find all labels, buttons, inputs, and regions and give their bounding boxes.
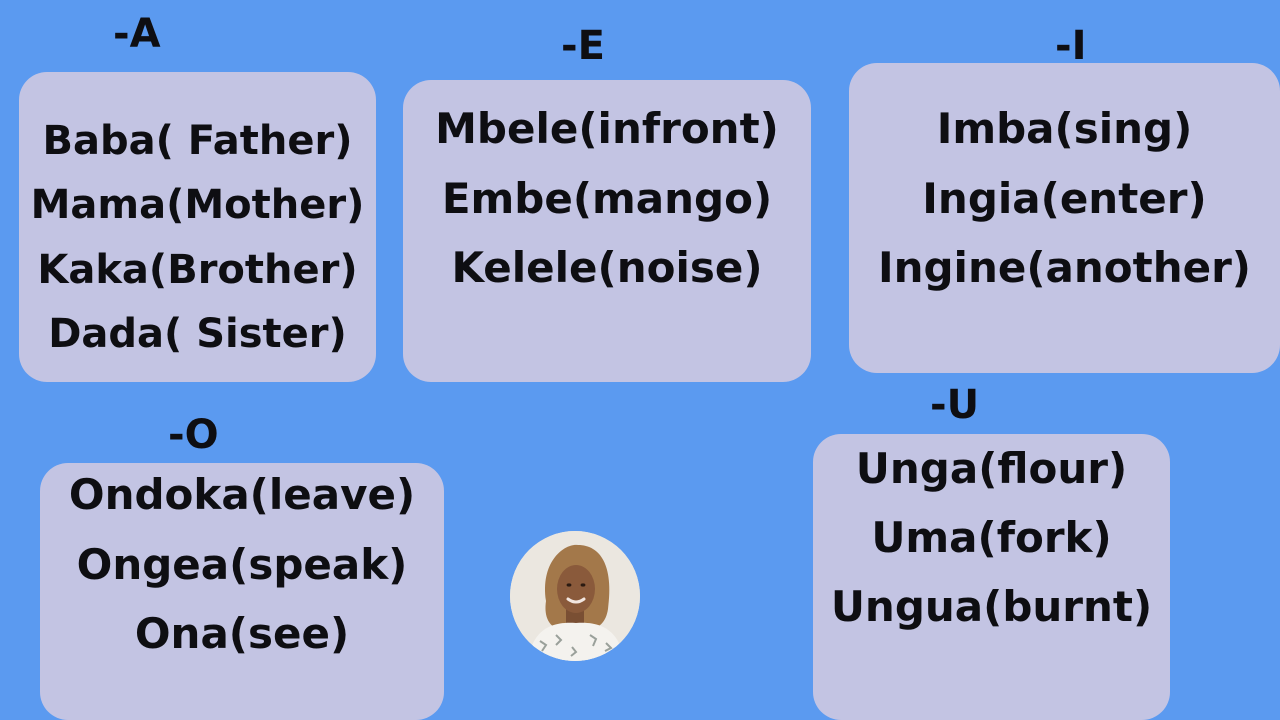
word-a-1: Baba( Father) [42,118,353,164]
word-u-3: Ungua(burnt) [830,582,1153,631]
word-o-3: Ona(see) [134,609,350,658]
presenter-avatar [510,531,640,661]
card-i: Imba(sing) Ingia(enter) Ingine(another) [849,63,1280,373]
heading-o: -O [168,412,219,458]
heading-u: -U [930,382,980,428]
heading-e: -E [561,23,605,69]
word-a-4: Dada( Sister) [48,311,347,357]
heading-i: -I [1055,23,1087,69]
card-a: Baba( Father) Mama(Mother) Kaka(Brother)… [19,72,376,382]
word-i-3: Ingine(another) [877,243,1252,292]
card-e: Mbele(infront) Embe(mango) Kelele(noise) [403,80,811,382]
word-o-1: Ondoka(leave) [68,470,416,519]
card-u: Unga(flour) Uma(fork) Ungua(burnt) [813,434,1170,720]
word-e-3: Kelele(noise) [451,243,763,292]
word-i-2: Ingia(enter) [922,174,1207,223]
card-o: Ondoka(leave) Ongea(speak) Ona(see) [40,463,444,720]
word-u-1: Unga(flour) [855,444,1128,493]
word-e-2: Embe(mango) [441,174,773,223]
word-i-1: Imba(sing) [936,104,1193,153]
presenter-portrait-icon [510,531,640,661]
word-e-1: Mbele(infront) [435,104,779,153]
word-o-2: Ongea(speak) [76,540,408,589]
word-a-2: Mama(Mother) [30,182,365,228]
heading-a: -A [113,11,161,57]
word-a-3: Kaka(Brother) [37,247,358,293]
word-u-2: Uma(fork) [871,513,1112,562]
